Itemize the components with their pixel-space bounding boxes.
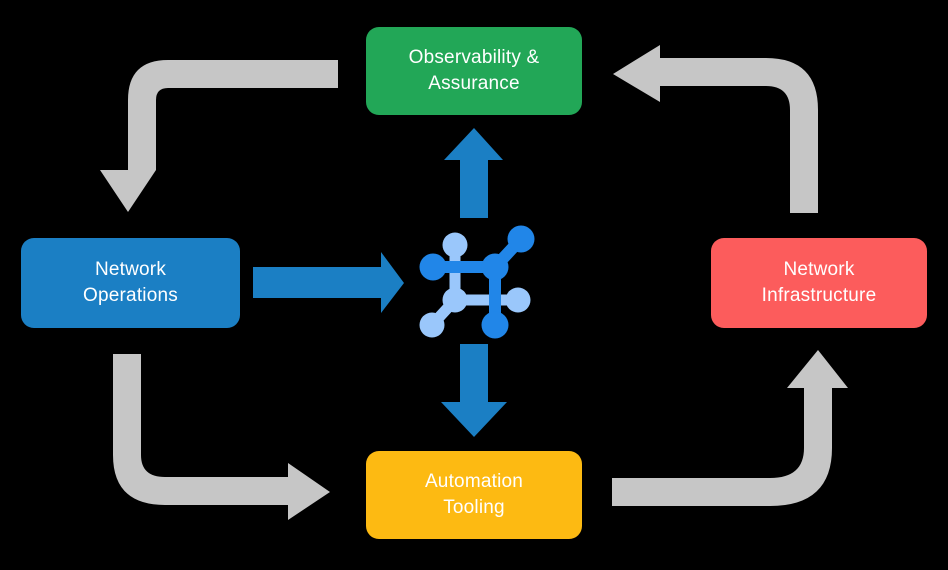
node-label-network-operations: Network Operations bbox=[83, 259, 178, 306]
node-label-automation-tooling: Automation Tooling bbox=[424, 471, 524, 518]
arrow-operations-to-automation bbox=[113, 354, 330, 520]
node-box-network-infrastructure[interactable]: Network Infrastructure bbox=[711, 238, 927, 328]
node-box-automation-tooling[interactable]: Automation Tooling bbox=[366, 451, 582, 539]
arrow-infrastructure-to-observability bbox=[613, 45, 818, 213]
network-icon-nodes bbox=[419, 225, 535, 339]
node-label-network-infrastructure: Network Infrastructure bbox=[761, 259, 877, 306]
arrow-center-to-automation bbox=[441, 344, 507, 437]
arrow-observability-to-operations bbox=[100, 60, 338, 212]
node-box-observability[interactable]: Observability & Assurance bbox=[366, 27, 582, 115]
arrow-automation-to-infrastructure bbox=[612, 350, 848, 506]
node-box-network-operations[interactable]: Network Operations bbox=[21, 238, 240, 328]
node-label-observability: Observability & Assurance bbox=[408, 47, 540, 94]
arrow-center-to-observability bbox=[444, 128, 503, 218]
arrow-operations-to-center bbox=[253, 252, 404, 313]
